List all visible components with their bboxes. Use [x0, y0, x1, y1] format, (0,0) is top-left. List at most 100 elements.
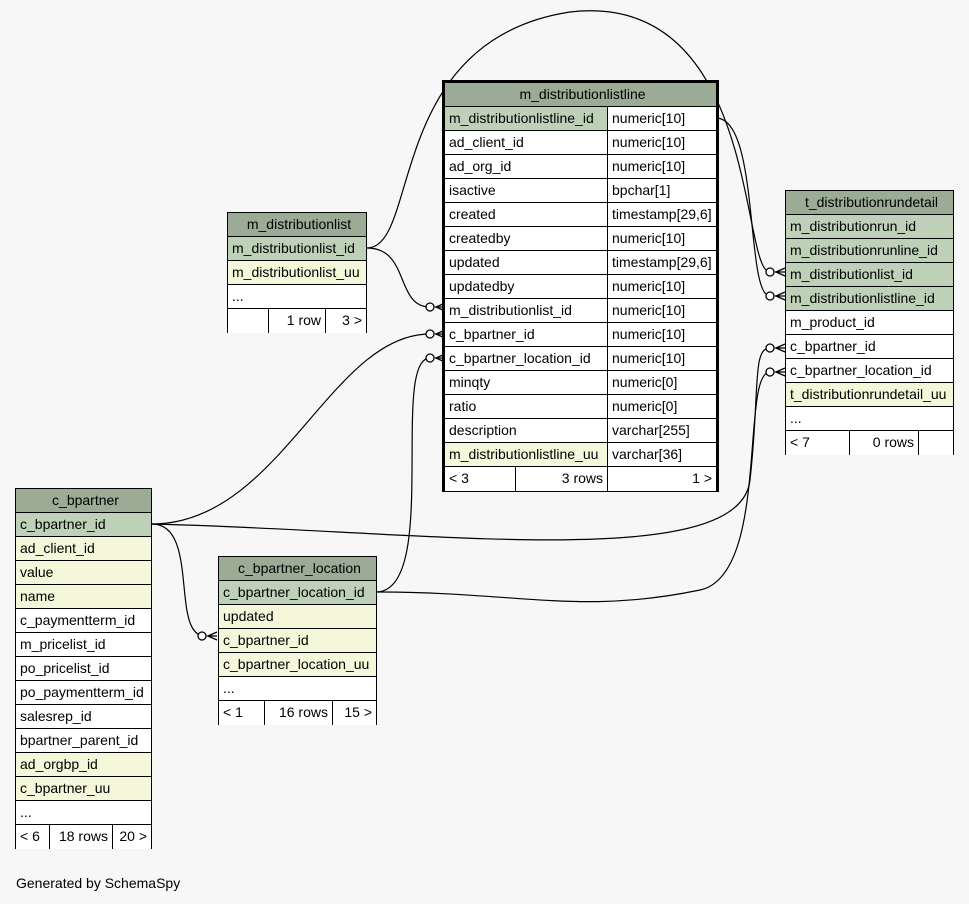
column-name[interactable]: c_bpartner_id	[219, 629, 376, 652]
crow-foot-icon	[765, 367, 786, 377]
edge-location-to-distlistline	[375, 357, 431, 593]
column-name[interactable]: createdby	[445, 227, 607, 250]
table-m-distributionlistline[interactable]: m_distributionlistline m_distributionlis…	[442, 80, 719, 492]
row-count: 0 rows	[849, 431, 918, 455]
column-type: numeric[10]	[607, 275, 716, 298]
column-name[interactable]: m_distributionlist_id	[228, 237, 366, 260]
column-name[interactable]: updatedby	[445, 275, 607, 298]
column-name[interactable]: m_distributionlistline_id	[786, 287, 953, 310]
table-m-distributionlist[interactable]: m_distributionlist m_distributionlist_id…	[227, 212, 367, 333]
row-count: 3 rows	[515, 467, 607, 491]
column-name[interactable]: po_paymentterm_id	[16, 681, 151, 704]
edge-bpartner-to-distlistline	[151, 333, 431, 525]
column-name[interactable]: ad_orgbp_id	[16, 753, 151, 776]
column-type: numeric[10]	[607, 347, 716, 370]
column-name[interactable]: ad_client_id	[16, 537, 151, 560]
column-type: numeric[10]	[607, 107, 716, 130]
column-name[interactable]: m_pricelist_id	[16, 633, 151, 656]
column-name[interactable]: c_bpartner_id	[786, 335, 953, 358]
parents-link[interactable]: < 6	[16, 825, 49, 849]
column-more: ...	[786, 407, 953, 430]
column-name[interactable]: isactive	[445, 179, 607, 202]
column-name[interactable]: c_bpartner_location_uu	[219, 653, 376, 676]
table-title[interactable]: m_distributionlistline	[445, 83, 716, 106]
column-more: ...	[228, 285, 366, 308]
column-name[interactable]: c_paymentterm_id	[16, 609, 151, 632]
row-count: 16 rows	[264, 701, 332, 725]
edge-bpartner-to-rundetail	[151, 347, 771, 541]
crow-foot-icon	[765, 291, 786, 301]
table-title[interactable]: m_distributionlist	[228, 213, 366, 236]
column-name[interactable]: minqty	[445, 371, 607, 394]
column-name[interactable]: updated	[445, 251, 607, 274]
children-link[interactable]: 15 >	[332, 701, 376, 725]
children-link[interactable]: 20 >	[112, 825, 151, 849]
edge-distlist-to-rundetail	[366, 10, 771, 273]
column-name[interactable]: value	[16, 561, 151, 584]
children-link[interactable]: 3 >	[325, 309, 366, 333]
row-count: 1 row	[268, 309, 325, 333]
table-title[interactable]: c_bpartner	[16, 489, 151, 512]
column-type: varchar[36]	[607, 443, 716, 466]
column-type: timestamp[29,6]	[607, 251, 716, 274]
column-name[interactable]: ad_org_id	[445, 155, 607, 178]
column-name[interactable]: m_distributionlist_id	[445, 299, 607, 322]
column-name[interactable]: description	[445, 419, 607, 442]
column-name[interactable]: m_distributionrunline_id	[786, 239, 953, 262]
edge-bpartner-to-location	[151, 523, 206, 637]
table-t-distributionrundetail[interactable]: t_distributionrundetail m_distributionru…	[785, 190, 954, 455]
parents-link[interactable]: < 3	[445, 467, 515, 491]
column-name[interactable]: m_distributionlistline_id	[445, 107, 607, 130]
edge-distlistline-to-rundetail	[715, 117, 771, 297]
generated-by-label: Generated by SchemaSpy	[16, 875, 181, 891]
row-count: 18 rows	[49, 825, 112, 849]
column-type: numeric[0]	[607, 371, 716, 394]
column-type: numeric[10]	[607, 323, 716, 346]
column-name[interactable]: m_product_id	[786, 311, 953, 334]
column-type: timestamp[29,6]	[607, 203, 716, 226]
column-more: ...	[219, 677, 376, 700]
column-name[interactable]: c_bpartner_id	[16, 513, 151, 536]
column-name[interactable]: created	[445, 203, 607, 226]
column-name[interactable]: name	[16, 585, 151, 608]
table-c-bpartner[interactable]: c_bpartner c_bpartner_id ad_client_id va…	[15, 488, 152, 849]
column-name[interactable]: ad_client_id	[445, 131, 607, 154]
column-type: bpchar[1]	[607, 179, 716, 202]
column-name[interactable]: salesrep_id	[16, 705, 151, 728]
crow-foot-icon	[197, 631, 218, 641]
children-link[interactable]: 1 >	[607, 467, 716, 491]
children-link[interactable]	[918, 431, 953, 455]
column-name[interactable]: c_bpartner_location_id	[219, 581, 376, 604]
column-name[interactable]: m_distributionrun_id	[786, 215, 953, 238]
column-name[interactable]: t_distributionrundetail_uu	[786, 383, 953, 406]
crow-foot-icon	[765, 267, 786, 277]
parents-link[interactable]: < 1	[219, 701, 264, 725]
column-name[interactable]: m_distributionlist_uu	[228, 261, 366, 284]
crow-foot-icon	[765, 343, 786, 353]
table-title[interactable]: t_distributionrundetail	[786, 191, 953, 214]
column-name[interactable]: bpartner_parent_id	[16, 729, 151, 752]
column-type: numeric[10]	[607, 227, 716, 250]
column-name[interactable]: c_bpartner_uu	[16, 777, 151, 800]
column-name[interactable]: po_pricelist_id	[16, 657, 151, 680]
column-type: numeric[10]	[607, 299, 716, 322]
column-type: varchar[255]	[607, 419, 716, 442]
table-c-bpartner-location[interactable]: c_bpartner_location c_bpartner_location_…	[218, 556, 377, 725]
parents-link[interactable]: < 7	[786, 431, 849, 455]
column-name[interactable]: m_distributionlistline_uu	[445, 443, 607, 466]
table-title[interactable]: c_bpartner_location	[219, 557, 376, 580]
edge-distlist-to-distlistline	[366, 247, 431, 308]
column-type: numeric[10]	[607, 131, 716, 154]
column-name[interactable]: m_distributionlist_id	[786, 263, 953, 286]
column-type: numeric[0]	[607, 395, 716, 418]
edge-location-to-rundetail	[375, 371, 771, 603]
column-name[interactable]: updated	[219, 605, 376, 628]
column-name[interactable]: c_bpartner_location_id	[445, 347, 607, 370]
parents-link[interactable]	[228, 309, 268, 333]
column-type: numeric[10]	[607, 155, 716, 178]
column-name[interactable]: c_bpartner_id	[445, 323, 607, 346]
column-name[interactable]: c_bpartner_location_id	[786, 359, 953, 382]
column-name[interactable]: ratio	[445, 395, 607, 418]
column-more: ...	[16, 801, 151, 824]
